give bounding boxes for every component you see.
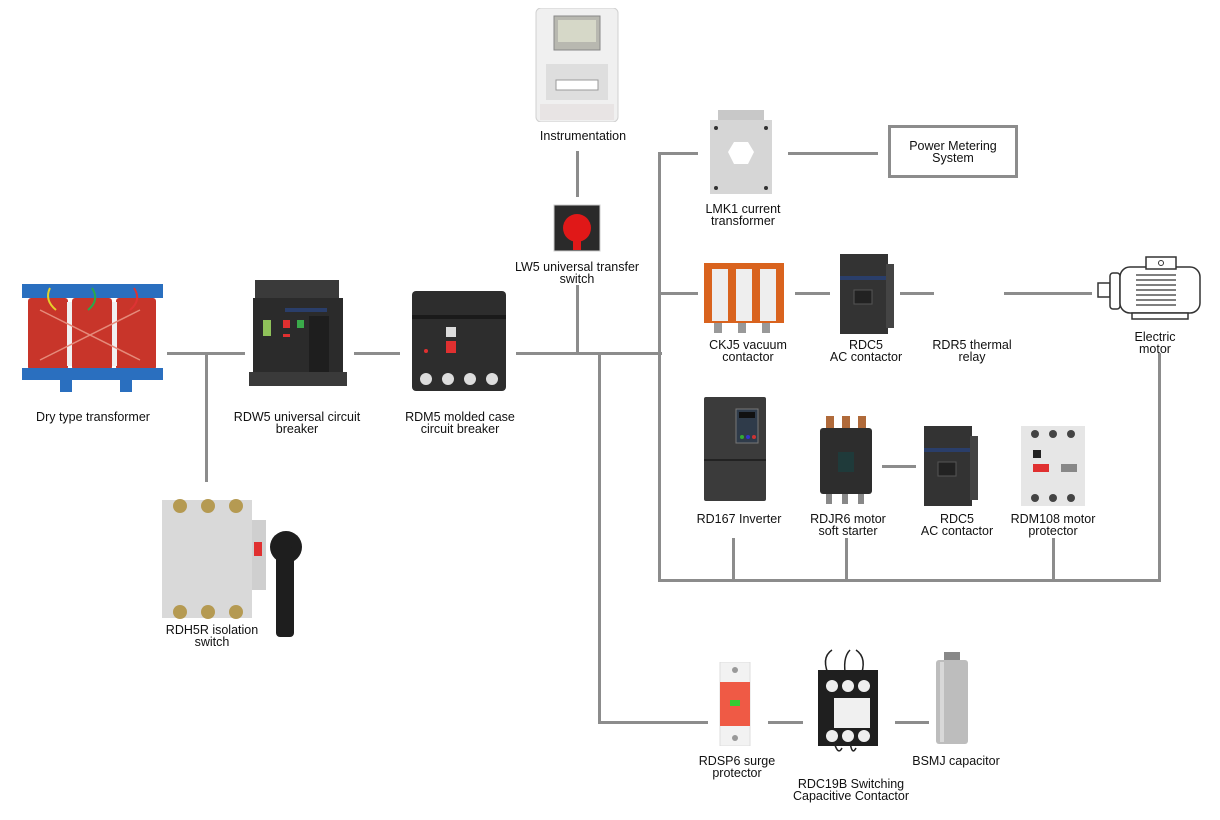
connector-line <box>354 352 400 355</box>
ac-contactor-icon <box>922 426 978 506</box>
node-label: RDJR6 motor soft starter <box>810 512 886 538</box>
connector-line <box>882 465 916 468</box>
inverter-icon <box>704 397 766 501</box>
molded-case-breaker-icon <box>406 291 510 391</box>
electric-motor-icon <box>1096 255 1206 323</box>
connector-line <box>768 721 803 724</box>
connector-line <box>658 292 698 295</box>
node-label: Electric motor <box>1134 330 1176 356</box>
node-label: Dry type transformer <box>36 410 150 424</box>
connector-line <box>732 538 735 582</box>
connector-line <box>1158 353 1161 582</box>
connector-line <box>576 151 579 197</box>
right-bus <box>658 152 661 582</box>
connector-line <box>895 721 929 724</box>
soft-starter-icon <box>818 416 874 504</box>
transformer-icon <box>20 280 165 392</box>
connector-line <box>598 721 708 724</box>
connector-line <box>900 292 934 295</box>
node-label: RDSP6 surge protector <box>698 754 776 780</box>
node-label: LMK1 current transformer <box>705 202 781 228</box>
capacitor-icon <box>934 652 970 744</box>
current-transformer-icon <box>710 110 772 194</box>
node-label: RDC5 AC contactor <box>920 512 994 538</box>
node-label: RD167 Inverter <box>696 512 782 526</box>
power-metering-system-box: Power Metering System <box>888 125 1018 178</box>
node-label: RDM5 molded case circuit breaker <box>405 410 515 436</box>
node-label: LW5 universal transfer switch <box>514 260 640 286</box>
connector-line <box>1004 292 1092 295</box>
main-bus <box>516 352 662 355</box>
connector-line <box>205 352 208 482</box>
connector-line <box>598 352 601 724</box>
motor-protector-icon <box>1021 426 1085 506</box>
bottom-bus <box>658 579 1161 582</box>
node-label: CKJ5 vacuum contactor <box>709 338 787 364</box>
node-label: RDM108 motor protector <box>1010 512 1096 538</box>
connector-line <box>845 538 848 582</box>
node-label: RDC5 AC contactor <box>829 338 903 364</box>
vacuum-contactor-icon <box>704 253 784 333</box>
connector-line <box>658 152 698 155</box>
connector-line <box>795 292 830 295</box>
node-label: RDH5R isolation switch <box>165 623 259 649</box>
node-label: BSMJ capacitor <box>912 754 1000 768</box>
air-circuit-breaker-icon <box>249 280 347 387</box>
capacitor-contactor-icon <box>816 648 880 758</box>
surge-protector-icon <box>718 662 752 746</box>
ac-contactor-icon <box>838 254 894 334</box>
energy-meter-icon <box>534 8 620 122</box>
node-label: RDR5 thermal relay <box>932 338 1012 364</box>
node-label: Instrumentation <box>539 129 627 143</box>
connector-line <box>576 285 579 355</box>
connector-line <box>1052 538 1055 582</box>
node-label: RDC19B Switching Capacitive Contactor <box>792 777 910 803</box>
isolation-switch-icon <box>158 492 308 642</box>
node-label: Power Metering System <box>909 138 997 165</box>
connector-line <box>788 152 878 155</box>
rotary-switch-icon <box>553 204 601 252</box>
node-label: RDW5 universal circuit breaker <box>233 410 361 436</box>
